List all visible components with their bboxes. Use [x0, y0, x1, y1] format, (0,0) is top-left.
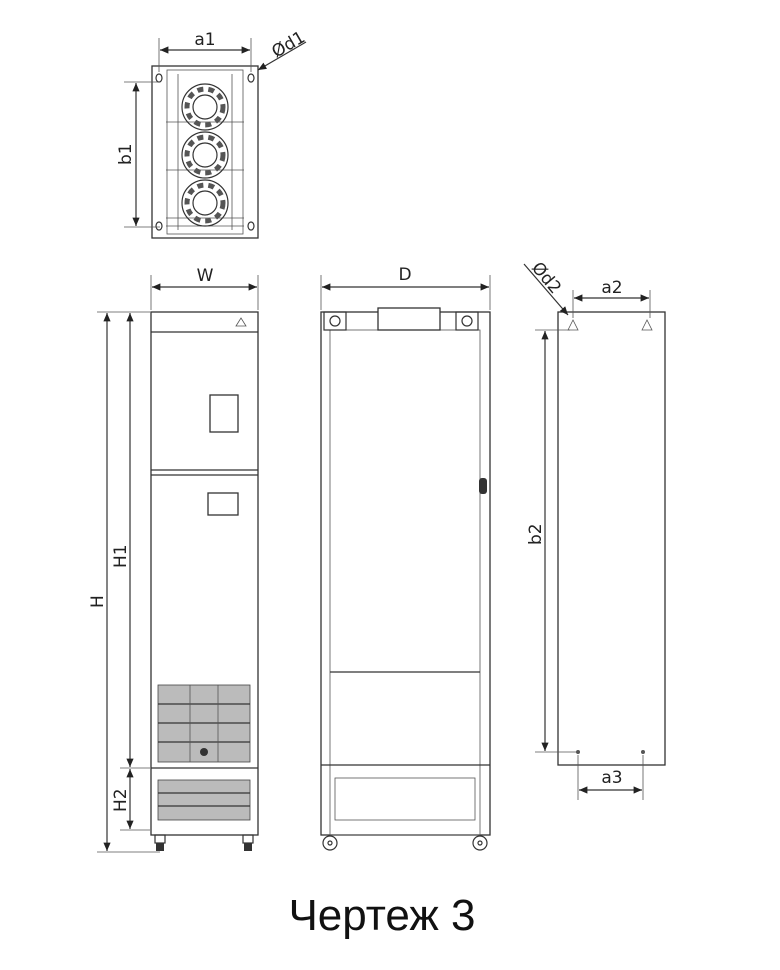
leader-d2	[523, 263, 569, 316]
top-hood	[377, 307, 441, 331]
front-view: W H H1 H2	[88, 266, 259, 853]
label-h1: H1	[111, 544, 131, 568]
caster-wheel-icon	[472, 835, 488, 851]
fan-icon	[181, 83, 229, 131]
door-handle	[479, 478, 487, 494]
mounting-hole	[155, 221, 163, 231]
caster-wheel-icon	[322, 835, 338, 851]
mounting-outline	[557, 311, 666, 766]
top-view: a1 Ød1 b1	[116, 28, 309, 239]
label-d: D	[398, 265, 411, 285]
mounting-hole	[576, 750, 580, 754]
label-a3: a3	[601, 768, 622, 788]
side-cabinet-outline	[320, 311, 491, 836]
label-d2: Ød2	[527, 258, 565, 298]
caster-wheel-icon	[242, 834, 254, 851]
display-window	[209, 394, 239, 433]
keypad-window	[207, 492, 239, 516]
label-h2: H2	[111, 788, 131, 812]
label-a2: a2	[601, 278, 622, 298]
mounting-hole	[247, 221, 255, 231]
caster-wheel-icon	[154, 834, 166, 851]
terminal-panel	[157, 684, 251, 763]
fan-icon	[181, 131, 229, 179]
leader-d1	[257, 41, 307, 71]
mounting-hole	[247, 73, 255, 83]
mounting-view: a2 Ød2 b2 a3	[523, 258, 666, 800]
label-b1: b1	[116, 143, 136, 165]
label-h: H	[88, 595, 108, 608]
label-a1: a1	[194, 30, 215, 50]
top-view-outline	[151, 65, 259, 239]
label-d1: Ød1	[269, 28, 309, 63]
ventilation-grille	[157, 779, 251, 821]
fan-icon	[181, 179, 229, 227]
figure-caption: Чертеж 3	[288, 891, 475, 940]
label-b2: b2	[526, 523, 546, 545]
side-view: D	[320, 265, 491, 851]
label-w: W	[197, 266, 214, 286]
mounting-hole	[641, 750, 645, 754]
